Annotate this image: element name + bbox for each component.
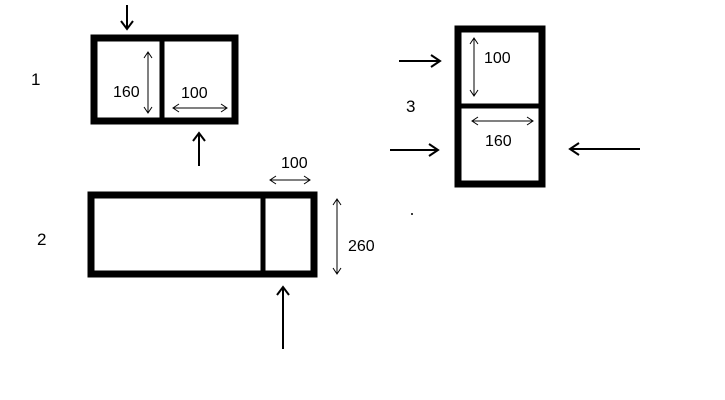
figure-1-arrow-down-icon bbox=[120, 5, 134, 31]
figure-3-top-label: 100 bbox=[484, 50, 511, 67]
figure-3-bottom-label: 160 bbox=[485, 133, 512, 150]
figure-1-number: 1 bbox=[31, 70, 40, 89]
figure-3-number: 3 bbox=[406, 97, 415, 116]
figure-2-width-dimension bbox=[269, 175, 311, 185]
figure-2-width-label: 100 bbox=[281, 155, 308, 172]
figure-3-bottom-dimension bbox=[471, 116, 534, 126]
figure-1-height-dimension bbox=[143, 51, 153, 114]
figure-3-top-dimension bbox=[469, 37, 479, 97]
figure-1: 1 160 100 bbox=[31, 5, 239, 166]
figure-1-arrow-up-icon bbox=[192, 131, 206, 166]
figure-1-width-label: 100 bbox=[181, 85, 208, 102]
figure-1-height-label: 160 bbox=[113, 84, 140, 101]
figure-2-height-dimension bbox=[332, 198, 342, 275]
figure-3-arrow-right-top-icon bbox=[399, 54, 442, 68]
figure-2-number: 2 bbox=[37, 230, 46, 249]
figure-3: 3 100 160 bbox=[390, 25, 640, 215]
figure-1-width-dimension bbox=[172, 103, 228, 113]
figure-3-arrow-left-icon bbox=[568, 142, 640, 156]
figure-2-height-label: 260 bbox=[348, 238, 375, 255]
figure-3-arrow-right-bottom-icon bbox=[390, 143, 440, 157]
stray-dot bbox=[411, 213, 413, 215]
figure-2-outer-box bbox=[87, 191, 318, 278]
figure-2: 2 100 260 bbox=[37, 155, 375, 349]
figure-2-arrow-up-icon bbox=[276, 285, 290, 349]
